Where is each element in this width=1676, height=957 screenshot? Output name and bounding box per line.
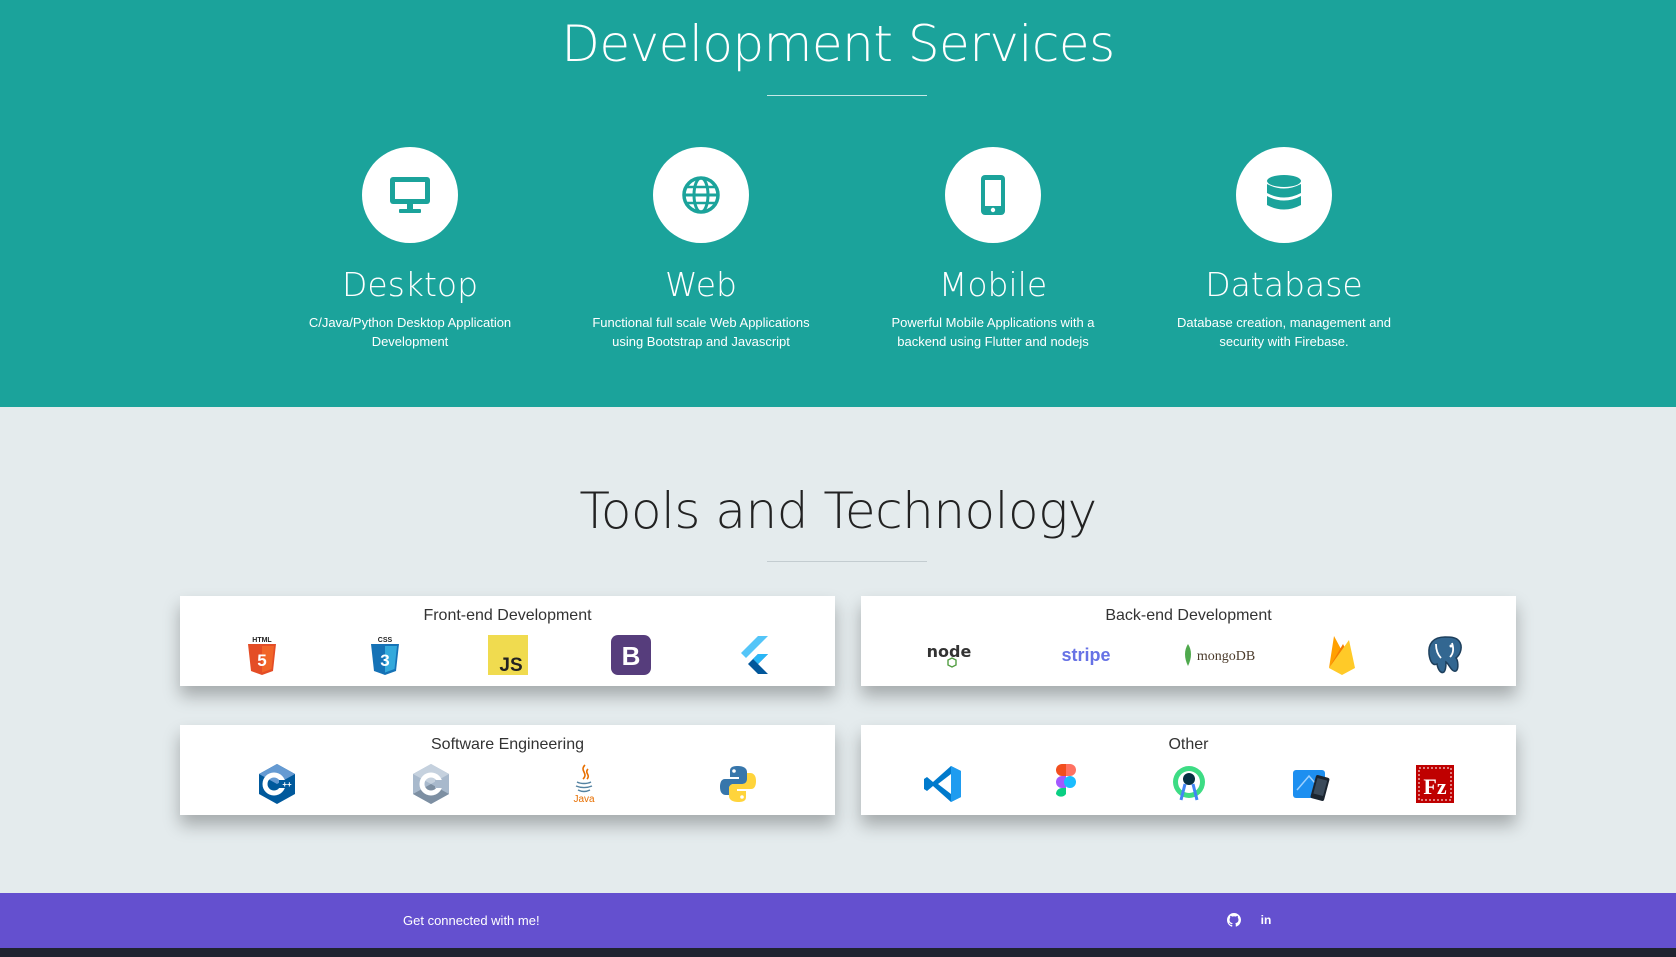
frontend-card: Front-end Development HTML 5 CSS 3 JS	[180, 596, 835, 686]
tools-title: Tools and Technology	[579, 482, 1097, 540]
javascript-icon: JS	[485, 632, 531, 678]
figma-icon	[1043, 761, 1089, 807]
mongodb-icon: mongoDB	[1182, 632, 1262, 678]
service-database: Database Database creation, management a…	[1164, 147, 1404, 351]
python-icon	[715, 761, 761, 807]
services-title: Development Services	[561, 15, 1115, 73]
cpp-icon: ++	[254, 761, 300, 807]
service-icon-circle	[653, 147, 749, 243]
filezilla-icon: Fz	[1412, 761, 1458, 807]
bottom-strip	[0, 948, 1676, 957]
service-description: Database creation, management and securi…	[1177, 315, 1391, 349]
service-desktop: Desktop C/Java/Python Desktop Applicatio…	[290, 147, 530, 351]
svg-text:5: 5	[257, 651, 266, 670]
svg-text:3: 3	[380, 651, 389, 670]
c-icon	[408, 761, 454, 807]
svg-text:++: ++	[282, 780, 292, 789]
service-description: C/Java/Python Desktop Application Develo…	[308, 315, 512, 349]
svg-text:CSS: CSS	[377, 637, 392, 644]
database-icon	[1267, 175, 1301, 210]
css3-icon: CSS 3	[362, 632, 408, 678]
card-title: Front-end Development	[423, 607, 592, 624]
svg-text:B: B	[621, 641, 640, 671]
html5-icon: HTML 5	[239, 632, 285, 678]
vscode-icon	[920, 761, 966, 807]
firebase-icon	[1319, 632, 1365, 678]
services-section: Development Services Desktop C/Java/Pyth…	[0, 0, 1676, 407]
logo-row: node stripe mongoDB	[861, 632, 1516, 678]
mobile-icon	[981, 175, 1005, 215]
logo-row: HTML 5 CSS 3 JS B	[180, 632, 835, 678]
desktop-icon	[390, 177, 430, 213]
software-card: Software Engineering ++	[180, 725, 835, 815]
service-mobile: Mobile Powerful Mobile Applications with…	[873, 147, 1113, 351]
service-icon-circle	[362, 147, 458, 243]
service-name: Web	[665, 265, 737, 304]
globe-icon	[682, 176, 720, 214]
service-icon-circle	[945, 147, 1041, 243]
linkedin-icon[interactable]: in	[1260, 913, 1272, 927]
service-name: Database	[1205, 265, 1363, 304]
card-title: Other	[1168, 736, 1209, 753]
backend-card: Back-end Development node stripe mongoDB	[861, 596, 1516, 686]
logo-row: Fz	[861, 761, 1516, 807]
service-description: Functional full scale Web Applications u…	[592, 315, 810, 349]
service-web: Web Functional full scale Web Applicatio…	[581, 147, 821, 351]
xcode-simulator-icon	[1289, 761, 1335, 807]
github-icon[interactable]	[1225, 911, 1243, 929]
bootstrap-icon: B	[608, 632, 654, 678]
logo-row: ++ Java	[180, 761, 835, 807]
other-card: Other	[861, 725, 1516, 815]
stripe-icon: stripe	[1046, 632, 1126, 678]
service-name: Desktop	[341, 265, 479, 304]
svg-text:stripe: stripe	[1061, 645, 1110, 665]
footer: Get connected with me! in	[0, 893, 1676, 948]
postgresql-icon	[1422, 632, 1468, 678]
svg-text:JS: JS	[499, 655, 522, 675]
service-description: Powerful Mobile Applications with a back…	[891, 315, 1095, 349]
nodejs-icon: node	[909, 632, 989, 678]
svg-text:Java: Java	[574, 794, 596, 805]
title-divider	[767, 95, 927, 96]
svg-text:HTML: HTML	[252, 637, 272, 644]
flutter-icon	[731, 632, 777, 678]
android-studio-icon	[1166, 761, 1212, 807]
service-icon-circle	[1236, 147, 1332, 243]
title-divider	[767, 561, 927, 562]
card-title: Back-end Development	[1105, 607, 1272, 624]
card-title: Software Engineering	[431, 736, 584, 753]
svg-text:mongoDB: mongoDB	[1197, 649, 1255, 664]
connect-text: Get connected with me!	[403, 913, 540, 928]
svg-text:node: node	[927, 642, 972, 661]
service-name: Mobile	[938, 265, 1048, 304]
java-icon: Java	[561, 761, 607, 807]
svg-text:Fz: Fz	[1423, 774, 1446, 799]
